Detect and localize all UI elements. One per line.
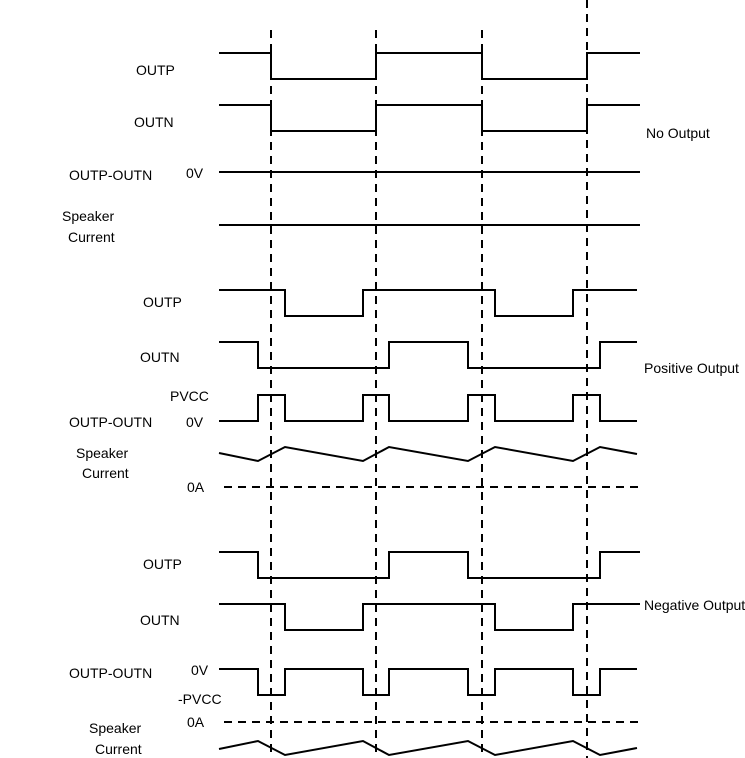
level-label-pvcc: PVCC (170, 388, 209, 404)
level-label-0v: 0V (186, 165, 204, 181)
section-title-negative-output: Negative Output (644, 597, 745, 613)
section-title-no-output: No Output (646, 125, 710, 141)
signal-label-current: Current (95, 741, 142, 757)
signal-label-speaker: Speaker (76, 445, 128, 461)
waveform-speaker-current (218, 445, 638, 463)
waveform-outn (219, 603, 640, 631)
section-positive-output: Positive Output OUTP OUTN PVCC OUTP-OUTN… (69, 289, 739, 495)
signal-label-outp-outn: OUTP-OUTN (69, 665, 152, 681)
level-label-0v: 0V (186, 414, 204, 430)
waveform-outp (219, 52, 640, 80)
signal-label-speaker: Speaker (89, 720, 141, 736)
signal-label-outp: OUTP (136, 62, 175, 78)
signal-label-outn: OUTN (134, 114, 174, 130)
waveform-outp-outn (219, 668, 637, 696)
section-negative-output: Negative Output OUTP OUTN OUTP-OUTN 0V -… (69, 551, 745, 757)
signal-label-outp: OUTP (143, 556, 182, 572)
signal-label-outp-outn: OUTP-OUTN (69, 414, 152, 430)
signal-label-current: Current (82, 465, 129, 481)
level-label-0a: 0A (187, 479, 205, 495)
signal-label-speaker: Speaker (62, 208, 114, 224)
signal-label-outn: OUTN (140, 612, 180, 628)
signal-label-outp-outn: OUTP-OUTN (69, 167, 152, 183)
section-title-positive-output: Positive Output (644, 360, 739, 376)
section-no-output: No Output OUTP OUTN OUTP-OUTN 0V Speaker… (62, 52, 710, 245)
signal-label-outp: OUTP (143, 294, 182, 310)
signal-label-outn: OUTN (140, 349, 180, 365)
level-label-0a: 0A (187, 714, 205, 730)
waveform-outp-outn (219, 394, 637, 422)
period-markers (270, 0, 588, 758)
waveform-outp (219, 289, 637, 317)
waveform-outn (219, 341, 637, 369)
signal-label-current: Current (68, 229, 115, 245)
waveform-outp (219, 551, 640, 579)
waveform-outn (219, 104, 640, 132)
waveform-speaker-current (218, 739, 638, 757)
level-label-0v: 0V (191, 662, 209, 678)
level-label-neg-pvcc: -PVCC (178, 691, 222, 707)
